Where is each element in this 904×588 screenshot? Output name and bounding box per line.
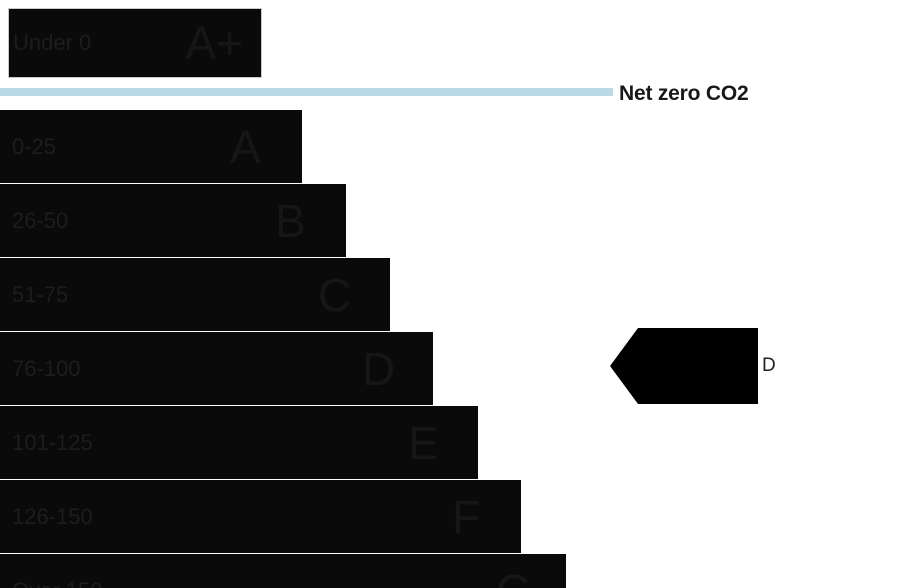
rating-band-f[interactable]	[0, 480, 521, 553]
rating-band-row[interactable]: 101-125 E	[0, 406, 904, 479]
rating-band-row[interactable]: Over 150 G	[0, 554, 904, 588]
rating-band-row[interactable]: 126-150 F	[0, 480, 904, 553]
rating-band-row[interactable]: 51-75 C	[0, 258, 904, 331]
rating-band-a-plus[interactable]: Under 0 A+	[8, 8, 262, 78]
current-rating-grade-label: D	[762, 355, 776, 376]
net-zero-reference-line	[0, 88, 613, 96]
rating-band-c[interactable]	[0, 258, 390, 331]
rating-bands-list: 0-25 A 26-50 B 51-75 C 76-100 D 101-125 …	[0, 110, 904, 588]
rating-band-row[interactable]: 26-50 B	[0, 184, 904, 257]
rating-band-d[interactable]	[0, 332, 433, 405]
left-arrow-icon	[610, 328, 758, 404]
rating-band-grade-label: A+	[185, 17, 243, 69]
rating-band-e[interactable]	[0, 406, 478, 479]
rating-band-row[interactable]: 0-25 A	[0, 110, 904, 183]
current-rating-pointer: D	[610, 328, 776, 404]
net-zero-caption: Net zero CO2	[619, 82, 749, 105]
rating-band-a[interactable]	[0, 110, 302, 183]
rating-band-range-label: Under 0	[13, 30, 92, 55]
rating-band-b[interactable]	[0, 184, 346, 257]
rating-band-g[interactable]	[0, 554, 566, 588]
